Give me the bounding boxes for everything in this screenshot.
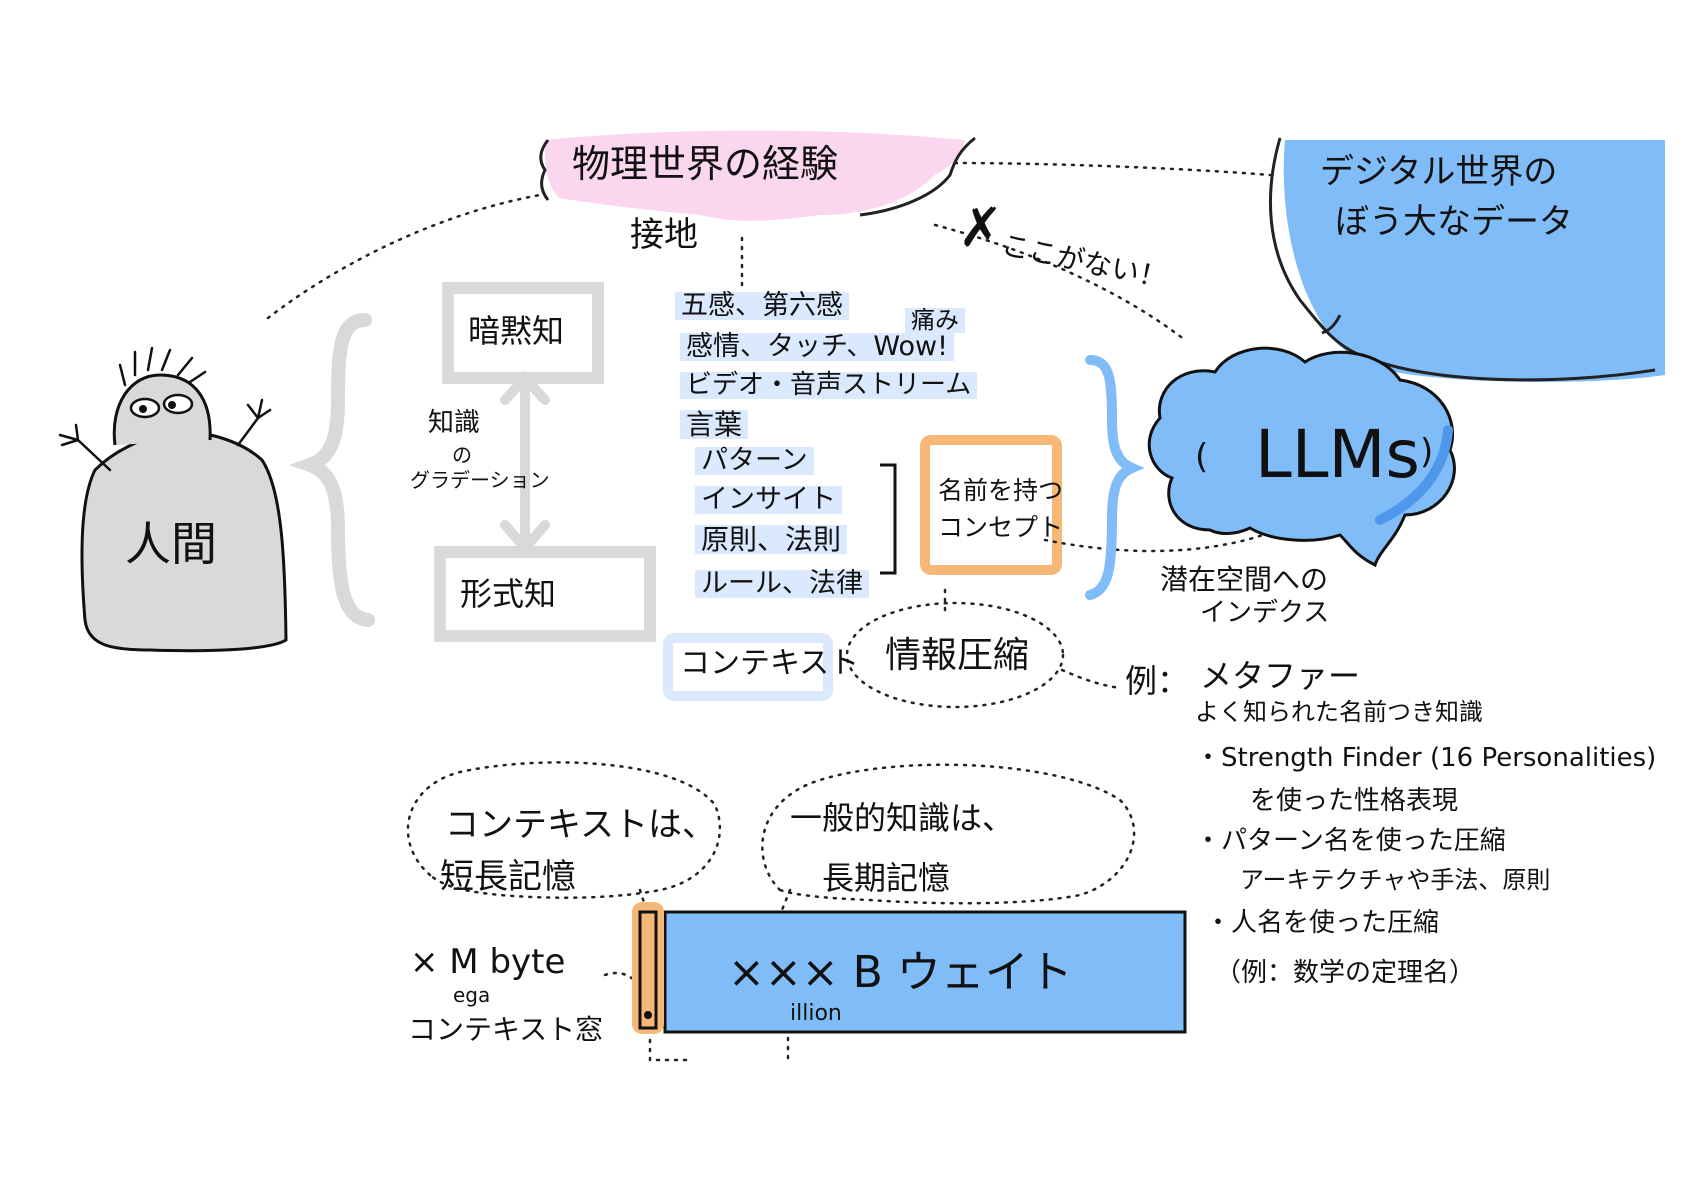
arc-missing-llm: [933, 223, 1187, 342]
missing-mark-icon: ✗: [958, 196, 1004, 259]
example-title: メタファー: [1200, 657, 1361, 695]
gradient-label-1: 知識: [428, 408, 481, 438]
list-item: ルール、法律: [695, 569, 869, 599]
weights-label: ××× B ウェイト: [728, 947, 1073, 998]
list-item-text: 原則、法則: [695, 525, 848, 554]
weights-link: [648, 1038, 692, 1062]
human-head: [112, 373, 212, 446]
context-window-slot: [638, 910, 658, 1030]
tacit-label: 暗黙知: [468, 312, 565, 350]
context-window-size: × M byte: [410, 942, 566, 982]
list-item: 感情、タッチ、Wow!: [680, 332, 954, 362]
human-hair: [118, 346, 207, 387]
example-line: ・人名を使った圧縮: [1205, 908, 1440, 938]
pain-text: 痛み: [905, 307, 965, 334]
llm-paren-left: (: [1195, 437, 1209, 477]
compression-ellipse: [845, 601, 1065, 709]
human-arm-left: [58, 423, 112, 472]
bubble-right-line-1: 一般的知識は、: [790, 799, 1015, 837]
compression-label: 情報圧縮: [885, 635, 1030, 676]
list-item-text: 五感、第六感: [675, 291, 849, 321]
human-pupil-left: [139, 405, 147, 413]
digital-label-2: ぼう大なデータ: [1335, 202, 1573, 242]
explicit-box: [434, 546, 656, 642]
latent-label-2: インデクス: [1200, 598, 1330, 628]
digital-blob-outline: [1269, 137, 1656, 382]
context-window-label: コンテキスト窓: [408, 1013, 604, 1046]
bubble-left-line-2: 短長記憶: [440, 857, 576, 897]
bubble-right-line-2: 長期記憶: [822, 859, 951, 897]
list-item-text: ビデオ・音声ストリーム: [680, 371, 978, 400]
example-line: ・Strength Finder (16 Personalities): [1195, 743, 1657, 773]
example-line: ・パターン名を使った圧縮: [1195, 826, 1506, 856]
list-item-text: インサイト: [695, 485, 842, 515]
llm-paren-right: ): [1420, 432, 1434, 472]
digital-label-1: デジタル世界の: [1320, 152, 1558, 192]
arc-human-physical: [266, 193, 542, 320]
brace-grey: [288, 313, 375, 627]
grounding-label: 接地: [630, 215, 698, 255]
context-window-dot: [644, 1011, 652, 1019]
bubble-left-outline: [406, 761, 722, 899]
human-arm-right: [236, 398, 272, 447]
physical-blob-edge-right: [859, 136, 976, 217]
brace-blue: [1085, 355, 1145, 600]
list-bracket: [880, 463, 897, 575]
named-concept-label-1: 名前を持つ: [938, 476, 1064, 505]
arc-physical-digital: [953, 161, 1272, 177]
physical-label: 物理世界の経験: [572, 142, 839, 186]
llm-label: LLMs: [1255, 416, 1420, 493]
list-item: パターン: [695, 446, 814, 476]
digital-tail: [1321, 314, 1342, 335]
list-item-text: パターン: [695, 446, 814, 476]
gradient-arrow-down: [500, 520, 550, 556]
bubble-right-outline: [761, 763, 1136, 905]
pain-label: 痛み: [905, 307, 965, 334]
context-window-mega-hint: ega: [453, 983, 491, 1007]
list-item: 原則、法則: [695, 525, 848, 554]
link-compression-example: [1060, 668, 1122, 690]
human-pupil-right: [168, 401, 176, 409]
weights-bar: [663, 910, 1187, 1034]
context-label-box: [663, 633, 833, 701]
llm-cloud-highlight: [1375, 425, 1453, 525]
named-concept-box: [920, 435, 1062, 575]
example-line: を使った性格表現: [1250, 786, 1459, 816]
named-concept-label-2: コンセプト: [938, 513, 1064, 542]
llm-cloud: [1147, 346, 1456, 568]
list-item: 言葉: [680, 410, 749, 439]
list-item: ビデオ・音声ストリーム: [680, 371, 978, 400]
list-item-text: ルール、法律: [695, 569, 869, 599]
list-item-text: 言葉: [680, 410, 749, 439]
gradient-label-2: の: [452, 443, 472, 467]
list-item: 五感、第六感: [675, 291, 849, 321]
list-item: インサイト: [695, 485, 842, 515]
human-label: 人間: [125, 517, 217, 571]
gradient-arrow-up: [500, 370, 550, 405]
example-subtitle: よく知られた名前つき知識: [1195, 698, 1483, 726]
gradient-label-3: グラデーション: [410, 468, 550, 492]
latent-label-1: 潜在空間への: [1160, 563, 1329, 596]
example-line: アーキテクチャや手法、原則: [1240, 866, 1551, 894]
context-label: コンテキスト: [680, 646, 860, 681]
weights-billion-hint: illion: [790, 1001, 842, 1026]
physical-blob-edge-left: [539, 139, 550, 201]
example-prefix: 例：: [1125, 662, 1190, 700]
list-item-text: 感情、タッチ、Wow!: [680, 332, 954, 362]
bubble-left-line-1: コンテキストは、: [445, 805, 716, 845]
digital-blob: [1283, 140, 1665, 382]
explicit-label: 形式知: [460, 575, 557, 613]
example-line: （例：数学の定理名）: [1215, 958, 1476, 988]
physical-blob: [545, 130, 965, 221]
human-body: [80, 429, 288, 653]
